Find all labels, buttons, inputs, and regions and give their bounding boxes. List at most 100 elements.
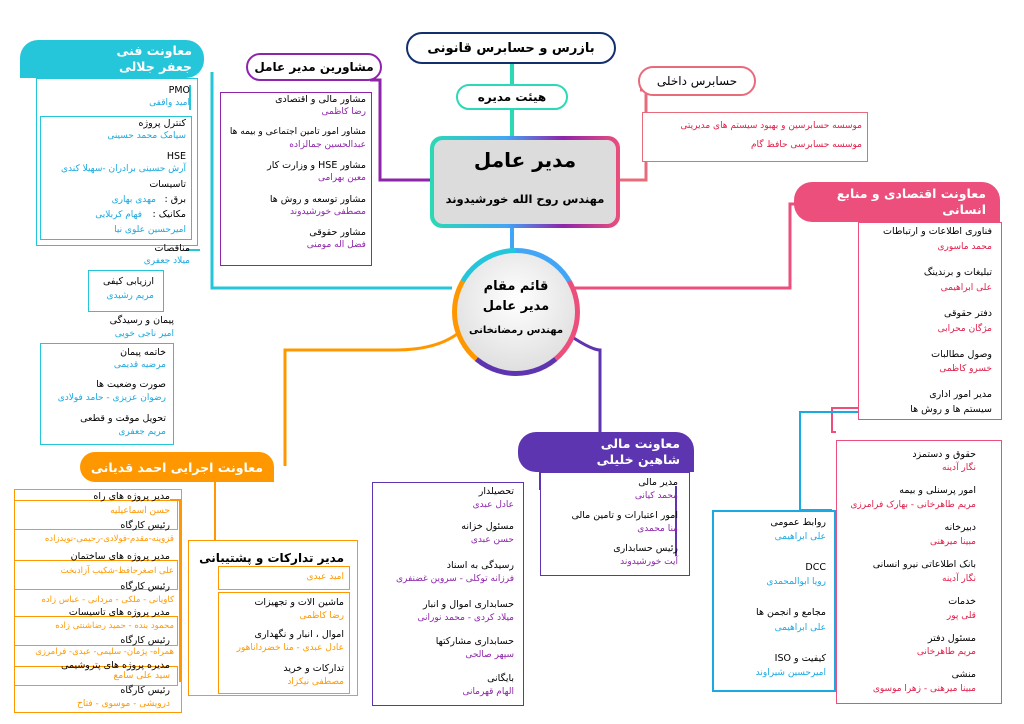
accounting-role: حسابداری اموال و انبار (423, 599, 514, 610)
executive-sub-box (14, 666, 178, 686)
finance-person: آیت خورشیدوند (620, 557, 678, 567)
advisor-role: مشاور امور تامین اجتماعی و بیمه ها (229, 127, 366, 137)
accounting-list (372, 482, 524, 706)
deputy-line2: مدیر عامل (482, 299, 550, 314)
accounting-person: سپهر صالحی (465, 650, 514, 660)
systems-role: DCC (805, 562, 826, 573)
economic-header: معاونت اقتصادی و منابع انسانی مریم سرتیپ… (794, 182, 1000, 232)
admin-role: مسئول دفتر (927, 633, 976, 644)
advisor-person: مصطفی خورشیدوند (289, 207, 366, 217)
accounting-role: حسابداری مشارکتها (435, 636, 514, 647)
advisors-header: مشاورین مدیر عامل (246, 53, 382, 81)
executive-person: محمود بنده - حمید رضاشنتی زاده (55, 621, 174, 631)
ceo-box: مدیر عامل مهندس روح الله خورشیدوند (430, 136, 620, 228)
deputy-line1: قائم مقام (483, 279, 549, 294)
procurement-person: عادل عبدی - منا خضرداناهور (236, 643, 344, 653)
technical-person: مرضیه قدیمی (113, 360, 166, 370)
technical-role: تحویل موقت و قطعی (80, 413, 166, 424)
procurement-box (188, 540, 358, 696)
technical-role: PMO (168, 85, 190, 96)
technical-person: میلاد جعفری (143, 256, 190, 266)
internal-audit-item: موسسه حسابرسین و بهبود سیستم های مدیریتی (680, 121, 862, 131)
finance-title: معاونت مالی (600, 436, 680, 451)
admin-role: خدمات (948, 596, 976, 607)
admin-role: منشی (951, 669, 976, 680)
executive-role: رئیس کارگاه (120, 635, 170, 646)
economic-role: دفتر حقوقی (944, 308, 992, 319)
economic-person: خسرو کاظمی (939, 364, 992, 374)
advisors-list (220, 92, 372, 266)
technical-person: فهام کربلایی (95, 210, 142, 220)
procurement-head-person: امید عبدی (306, 572, 344, 582)
technical-header: معاونت فنی جعفر جلالی (20, 40, 204, 78)
admin-role: دبیرخانه (944, 522, 977, 533)
procurement-role: تدارکات و خرید (283, 663, 344, 674)
technical-person: آرش حسینی برادران -سهیلا کندی (60, 164, 186, 174)
procurement-person: رضا کاظمی (299, 611, 345, 621)
admin-person: نگار آدینه (942, 463, 976, 473)
deputy-line3: مهندس رمضانخانی (468, 325, 564, 336)
technical-person: مریم جعفری (118, 427, 166, 437)
admin-person: نگار آدینه (942, 574, 976, 584)
executive-person: درویشی - موسوی - فتاح (77, 699, 170, 709)
accounting-person: فرزانه توکلی - سروین غضنفری (395, 574, 514, 584)
ceo-name: مهندس روح الله خورشیدوند (445, 192, 605, 206)
advisors-title: مشاورین مدیر عامل (254, 60, 374, 74)
systems-role: مجامع و انجمن ها (756, 607, 826, 618)
executive-role: رئیس کارگاه (120, 581, 170, 592)
executive-sub-box (14, 500, 178, 530)
technical-person: رضوان عزیزی - حامد فولادی (57, 393, 166, 403)
accounting-role: رسیدگی به اسناد (446, 560, 514, 571)
procurement-role: اموال ، انبار و نگهداری (254, 629, 344, 640)
economic-role: تبلیغات و برندینگ (923, 267, 992, 278)
technical-role: مکانیک : (152, 209, 186, 220)
board-box: هیئت مدیره (456, 84, 568, 110)
executive-role: مدیر پروژه های ساختمان (70, 551, 170, 562)
economic-list (858, 222, 1002, 420)
accounting-person: عادل عبدی (472, 500, 514, 510)
systems-person: علی ابراهیمی (774, 532, 826, 542)
systems-list (712, 510, 836, 692)
executive-person: حسن اسماعیلیه (110, 506, 170, 516)
contract-sub-box (40, 343, 174, 445)
systems-person: امیرحسین شیراوند (755, 668, 826, 678)
technical-role: HSE (166, 151, 186, 162)
accounting-role: بایگانی (487, 673, 514, 684)
systems-role: روابط عمومی (770, 517, 826, 528)
procurement-items-box (218, 592, 350, 694)
auditor-box: بازرس و حسابرس قانونی (406, 32, 616, 64)
systems-role: کیفیت و ISO (774, 653, 826, 664)
advisor-role: مشاور حقوقی (309, 227, 366, 238)
economic-role: مدیر امور اداری (929, 389, 992, 400)
executive-role: رئیس کارگاه (120, 520, 170, 531)
technical-person: مهدی بهاری (111, 195, 156, 205)
economic-person: مژگان محرابی (937, 324, 992, 334)
technical-role: مناقصات (154, 243, 190, 254)
accounting-role: مسئول خزانه (461, 521, 514, 532)
admin-person: مبینا میرهنی (929, 537, 976, 547)
procurement-head-box (218, 566, 350, 590)
accounting-person: میلاد کردی - محمد نورانی (417, 613, 514, 623)
economic-person: علی ابراهیمی (940, 283, 992, 293)
economic-head-name: مریم سرتیپی (904, 217, 986, 233)
technical-person: سیامک محمد حسینی (107, 131, 186, 141)
admin-role: بانک اطلاعاتی نیرو انسانی (872, 559, 976, 570)
advisor-role: مشاور مالی و اقتصادی (275, 94, 366, 105)
accounting-role: تحصیلدار (478, 486, 514, 497)
accounting-person: حسن عبدی (470, 535, 514, 545)
executive-sub-box (14, 560, 178, 590)
finance-role: مدیر مالی (638, 477, 678, 488)
technical-role: خاتمه پیمان (120, 347, 166, 358)
admin-person: مریم طاهرخانی (916, 647, 976, 657)
economic-role: سیستم ها و روش ها (910, 404, 992, 415)
executive-person: قزوینه-مقدم-فولادی-رحیمی-نویدزاده (44, 534, 174, 544)
economic-role: وصول مطالبات (931, 349, 992, 360)
deputy-circle: قائم مقام مدیر عامل مهندس رمضانخانی (452, 248, 580, 376)
technical-role: پیمان و رسیدگی (109, 315, 174, 326)
executive-person: همراه- پژمان- سلیمی- عبدی- فرامرزی (35, 647, 174, 657)
executive-header: معاونت اجرایی احمد قدیانی (80, 452, 274, 482)
advisor-role: مشاور توسعه و روش ها (269, 194, 366, 205)
admin-list (836, 440, 1002, 704)
executive-person: علی اصغرحافظ-شکیب آزادبخت (60, 566, 174, 576)
finance-role: رئیس حسابداری (613, 543, 678, 554)
